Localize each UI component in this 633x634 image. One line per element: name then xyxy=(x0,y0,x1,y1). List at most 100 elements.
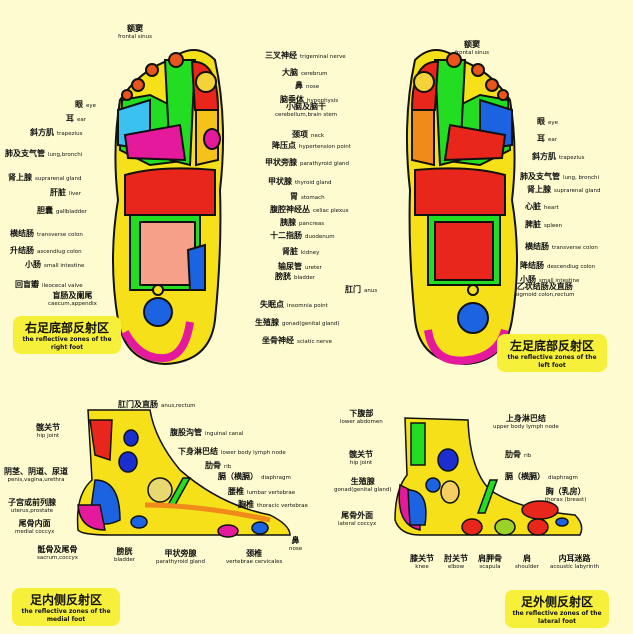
label-zh: 髋关节 xyxy=(36,423,60,432)
label-en: hypophysis xyxy=(307,98,339,104)
title-en: left foot xyxy=(538,361,566,369)
label-en: neck xyxy=(311,133,325,139)
label-zh: 尾骨外面 xyxy=(341,511,374,520)
label-zh: 回盲瓣 xyxy=(15,280,39,289)
label-zh: 额窦 xyxy=(463,40,480,49)
medial-foot xyxy=(76,409,291,538)
label-en: lower abdomen xyxy=(340,419,383,425)
label-zh: 十二指肠 xyxy=(270,231,302,240)
label-zh: 腹腔神经丛 xyxy=(270,205,310,214)
label-zh: 脾脏 xyxy=(525,220,541,229)
label-zh: 子宫或前列腺 xyxy=(8,498,56,507)
label-zh: 耳 xyxy=(537,134,545,143)
label-en: small intestine xyxy=(44,263,85,269)
label-en: trapezius xyxy=(57,131,83,137)
label-zh: 肛门及直肠 xyxy=(118,400,158,409)
label-en: frontal sinus xyxy=(118,34,152,40)
label-en: celiac plexus xyxy=(313,208,349,214)
label-zh: 生殖腺 xyxy=(350,477,375,486)
label-zh: 额窦 xyxy=(126,24,143,33)
label-en: eye xyxy=(86,103,97,109)
label-zh: 眼 xyxy=(537,117,545,126)
label-zh: 胃 xyxy=(290,192,298,201)
label-zh: 盲肠及阑尾 xyxy=(52,291,93,300)
label-zh: 胸椎 xyxy=(238,500,254,509)
label-zh: 肺及支气管 xyxy=(5,149,45,158)
lateral-foot xyxy=(394,417,583,536)
label-zh: 生殖腺 xyxy=(255,318,279,327)
label-en: duodenum xyxy=(305,234,335,240)
label-zh: 小脑及脑干 xyxy=(286,102,327,111)
label-zh: 腰椎 xyxy=(228,487,244,496)
title-en: the reflective zones of the xyxy=(22,336,112,343)
label-en: kidney xyxy=(301,250,320,256)
label-zh: 颈椎 xyxy=(246,549,263,558)
label-zh: 颈项 xyxy=(292,130,308,139)
label-zh: 髋关节 xyxy=(349,450,373,459)
label-en: cerebrum xyxy=(301,71,328,77)
label-zh: 下腹部 xyxy=(349,409,374,418)
label-zh: 坐骨神经 xyxy=(262,336,294,345)
label-zh: 肺及支气管 xyxy=(520,172,560,181)
label-en: diaphragm xyxy=(261,475,291,481)
label-en: ascendiug colon xyxy=(37,249,82,255)
label-zh: 肘关节 xyxy=(444,554,468,563)
label-en: lower body lymph node xyxy=(221,450,286,456)
label-zh: 腹股沟管 xyxy=(170,428,202,437)
title-zh: 右足底部反射区 xyxy=(24,321,109,335)
label-en: bladder xyxy=(294,275,316,281)
label-zh: 膀胱 xyxy=(275,272,291,281)
label-zh: 甲状旁腺 xyxy=(164,549,197,558)
label-en: rib xyxy=(224,464,232,470)
label-en: diaphragm xyxy=(548,475,578,481)
label-en: transverse colon xyxy=(37,232,83,238)
label-zh: 膀胱 xyxy=(116,547,133,556)
label-en: anus xyxy=(364,288,378,294)
label-zh: 耳 xyxy=(66,114,74,123)
label-en: upper body lymph node xyxy=(493,424,559,430)
label-en: inguinal canal xyxy=(205,431,244,437)
label-en: lateral coccyx xyxy=(338,521,377,527)
label-zh: 横结肠 xyxy=(525,242,549,251)
label-en: stomach xyxy=(301,195,325,201)
label-zh: 降压点 xyxy=(272,141,296,150)
right-foot-sole xyxy=(112,49,225,366)
label-en: shoulder xyxy=(515,564,539,570)
label-en: eye xyxy=(548,120,559,126)
label-zh: 升结肠 xyxy=(10,246,34,255)
title-zh: 左足底部反射区 xyxy=(509,339,594,353)
title-en: right foot xyxy=(50,343,84,351)
label-en: thyroid gland xyxy=(295,180,332,186)
